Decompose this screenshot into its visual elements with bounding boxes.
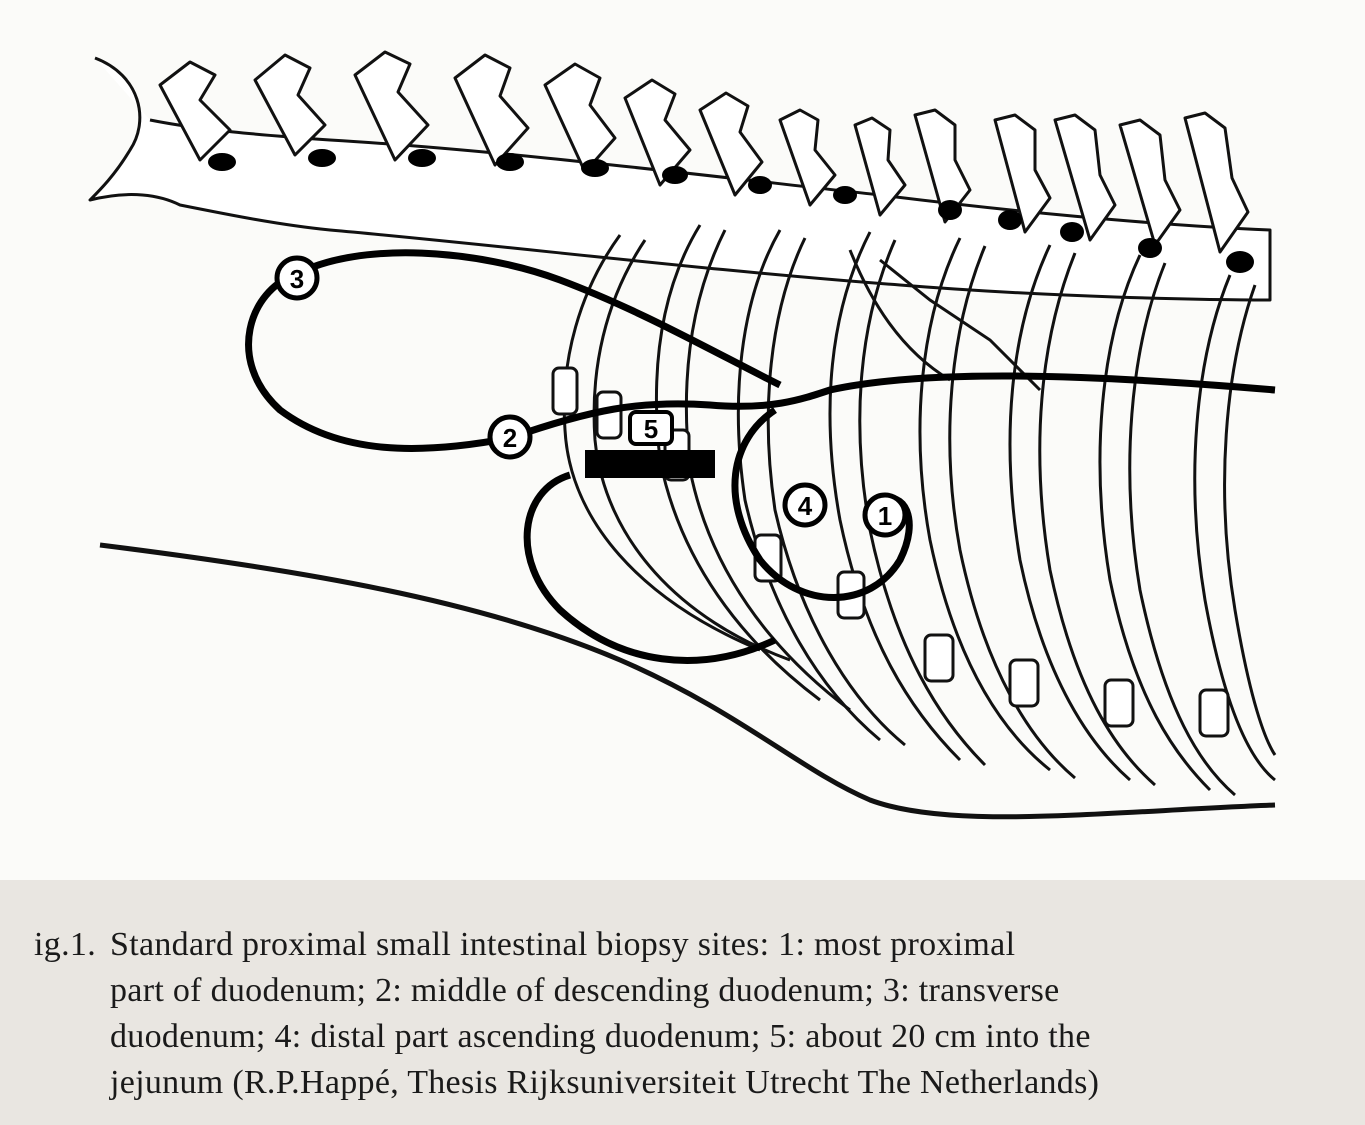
ribs	[562, 224, 1277, 797]
spine	[88, 50, 1272, 302]
site-marker-5-label: 5	[644, 414, 658, 444]
site-marker-4: 4	[782, 482, 828, 528]
anatomical-illustration: 3 2 5 4 1	[0, 0, 1365, 880]
site-marker-2-label: 2	[503, 423, 517, 453]
intestinal-loops	[245, 249, 1276, 664]
caption-line-4: jejunum (R.P.Happé, Thesis Rijksuniversi…	[110, 1064, 1100, 1101]
caption-line-2: part of duodenum; 2: middle of descendin…	[110, 972, 1060, 1009]
figure-number: ig.1.	[34, 926, 96, 963]
costal-cartilages	[551, 366, 1230, 738]
vertebra-foramina	[208, 149, 1254, 273]
ventral-body-outline	[99, 542, 1276, 820]
site-marker-3: 3	[274, 255, 320, 301]
site-marker-5: 5	[628, 410, 674, 446]
site-marker-1: 1	[862, 492, 908, 538]
biopsy-band	[585, 450, 715, 478]
site-marker-1-label: 1	[878, 501, 892, 531]
site-marker-4-label: 4	[798, 491, 813, 521]
caption-line-3: duodenum; 4: distal part ascending duode…	[110, 1018, 1091, 1055]
caption-line-1: Standard proximal small intestinal biops…	[110, 926, 1016, 963]
vertebra-processes	[158, 50, 1250, 254]
site-marker-2: 2	[487, 414, 533, 460]
site-marker-3-label: 3	[290, 264, 304, 294]
caption-text: Standard proximal small intestinal biops…	[110, 922, 1350, 1106]
